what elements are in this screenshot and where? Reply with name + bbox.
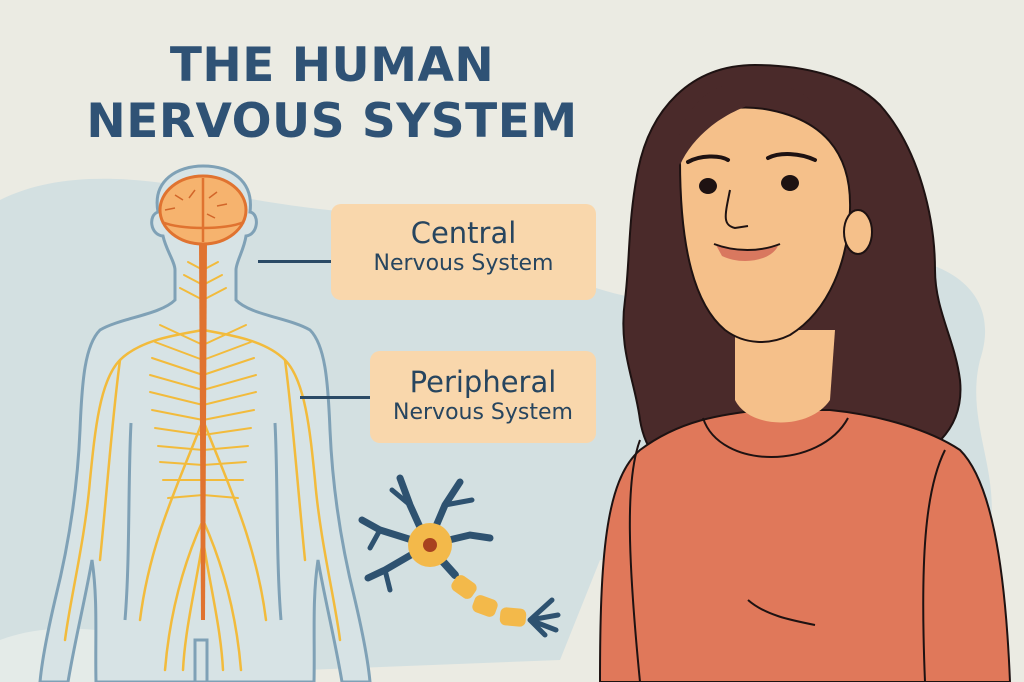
peripheral-leader-line xyxy=(300,396,370,399)
page-title: THE HUMAN NERVOUS SYSTEM xyxy=(62,38,602,150)
title-line-2: NERVOUS SYSTEM xyxy=(86,94,578,149)
central-label-line-1: Central xyxy=(410,216,517,250)
face xyxy=(678,106,852,343)
central-label-line-2: Nervous System xyxy=(373,251,554,276)
shirt xyxy=(598,409,1012,682)
peripheral-nerves xyxy=(63,328,342,672)
peripheral-nervous-system-label: Peripheral Nervous System xyxy=(370,351,596,443)
spinal-cord xyxy=(199,240,207,620)
central-leader-line xyxy=(258,260,331,263)
brain-icon xyxy=(158,174,248,246)
title-line-1: THE HUMAN xyxy=(169,38,495,93)
central-nervous-system-label: Central Nervous System xyxy=(331,204,596,300)
peripheral-label-line-2: Nervous System xyxy=(393,400,573,425)
peripheral-label-line-1: Peripheral xyxy=(409,365,557,399)
